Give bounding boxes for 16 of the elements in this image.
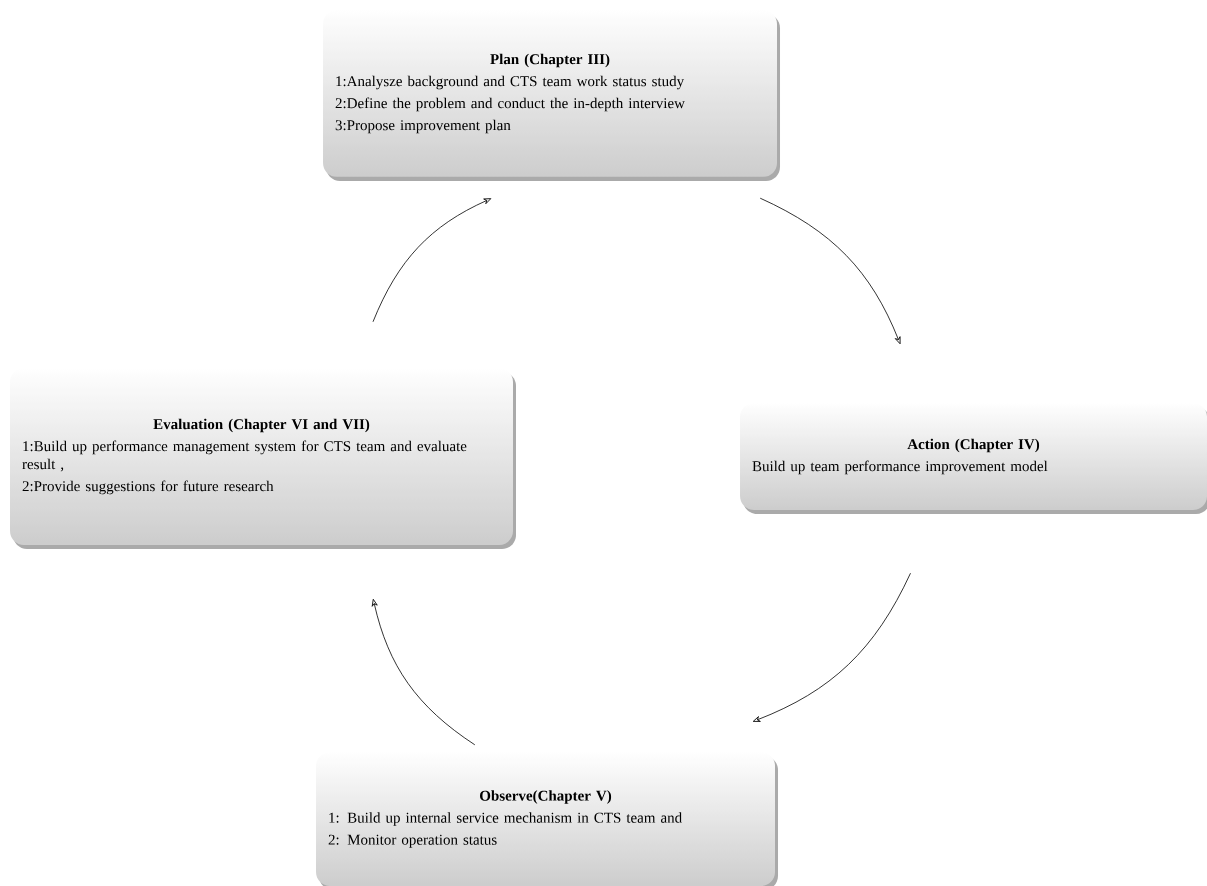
arrow [752, 572, 911, 722]
box-item: 1: Build up internal service mechanism in CTS team and [329, 812, 682, 826]
box-item: 3:Propose improvement plan [335, 119, 511, 134]
box-item: 2: Monitor operation status [328, 834, 497, 848]
box-heading: Evaluation (Chapter VI and VII) [153, 418, 370, 433]
box-heading: Observe(Chapter V) [480, 790, 612, 804]
box-item: 1:Analysze background and CTS team work status study [336, 75, 685, 90]
box-heading: Action (Chapter IV) [907, 438, 1040, 453]
box-item: 2:Provide suggestions for future research [22, 480, 274, 495]
box-heading: Plan (Chapter III) [490, 53, 610, 68]
arrow [371, 598, 476, 746]
box-item: 2:Define the problem and conduct the in-depth interview [335, 97, 685, 112]
box-item: Build up team performance improvement model [752, 460, 1048, 475]
arrow [759, 197, 901, 345]
arrow [372, 198, 492, 323]
box-item: 1:Build up performance management system for CTS team and evaluate result , [22, 440, 467, 472]
